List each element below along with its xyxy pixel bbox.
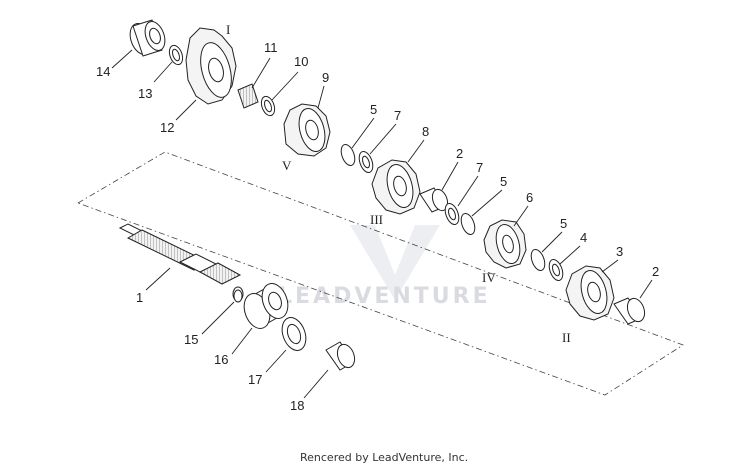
ring-15 [233, 289, 243, 303]
callout-9: 9 [322, 70, 329, 85]
gear-labels: I V III IV II [226, 22, 571, 345]
gear-8-III [371, 159, 421, 215]
gear-label-III: III [370, 212, 383, 227]
credit-text: Rencered by LeadVenture, Inc. [300, 451, 468, 464]
callout-4: 4 [580, 230, 587, 245]
bushing-2-lower [613, 297, 646, 325]
gear-9-V [283, 103, 331, 157]
gear-label-V: V [282, 158, 292, 173]
callout-3: 3 [616, 244, 623, 259]
bushing-2-upper [419, 187, 449, 213]
callout-5-lower: 5 [560, 216, 567, 231]
callout-1: 1 [136, 290, 143, 305]
callout-13: 13 [138, 86, 152, 101]
washer-13 [168, 44, 184, 66]
gear-label-IV: IV [482, 270, 496, 285]
washer-7-middle [444, 202, 460, 226]
bushing-18 [325, 341, 356, 371]
callout-numbers: 14 13 12 11 10 9 5 7 8 2 7 5 6 5 4 3 2 1… [96, 40, 659, 413]
callout-11: 11 [264, 40, 278, 55]
watermark: LEADVENTURE [278, 225, 491, 309]
gear-12-I [185, 27, 237, 105]
callout-17: 17 [248, 372, 262, 387]
callout-16: 16 [214, 352, 228, 367]
callout-8: 8 [422, 124, 429, 139]
washer-10 [260, 95, 276, 117]
callout-10: 10 [294, 54, 308, 69]
gear-label-I: I [226, 22, 230, 37]
shaft-boundary [77, 151, 684, 396]
callout-18: 18 [290, 398, 304, 413]
bearing-16 [243, 283, 289, 329]
needle-bearing-11 [237, 83, 259, 109]
callout-5-middle: 5 [500, 174, 507, 189]
callout-7-upper: 7 [394, 108, 401, 123]
leader-lines [111, 49, 653, 399]
circlip-5-lower [530, 248, 546, 272]
callout-2-lower: 2 [652, 264, 659, 279]
gear-3-II [565, 265, 615, 321]
gear-label-II: II [562, 330, 571, 345]
circlip-5-middle [460, 212, 476, 236]
callout-14: 14 [96, 64, 110, 79]
gear-6-IV [483, 219, 527, 269]
circlip-5-upper [340, 143, 356, 167]
bearing-14 [129, 19, 166, 57]
washer-7-upper [358, 150, 374, 174]
callout-5-upper: 5 [370, 102, 377, 117]
callout-7-middle: 7 [476, 160, 483, 175]
washer-4 [548, 258, 564, 282]
callout-12: 12 [160, 120, 174, 135]
seal-17 [281, 317, 307, 351]
callout-15: 15 [184, 332, 198, 347]
callout-2-upper: 2 [456, 146, 463, 161]
callout-6: 6 [526, 190, 533, 205]
watermark-text: LEADVENTURE [278, 284, 491, 309]
